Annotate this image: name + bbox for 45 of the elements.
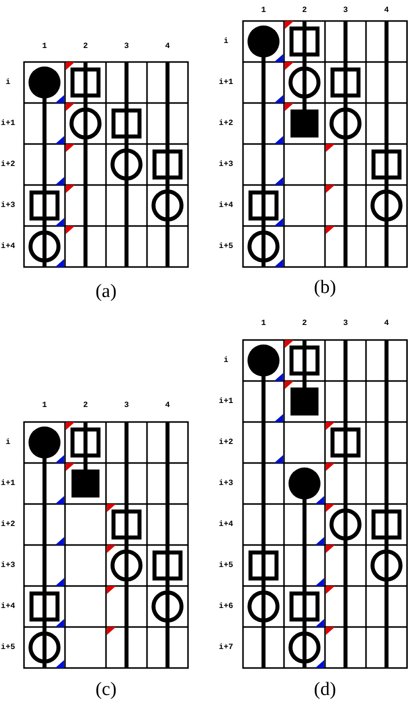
- column-number: 2: [83, 42, 88, 52]
- row-label: i+2: [218, 118, 234, 128]
- row-label: i+4: [0, 602, 16, 612]
- row-label: i+1: [218, 78, 234, 88]
- column-number: 1: [42, 42, 47, 52]
- row-label: i+7: [218, 642, 234, 652]
- row-label: i+2: [218, 438, 234, 448]
- column-number: 2: [302, 319, 307, 329]
- column-number: 4: [384, 319, 389, 329]
- column-number: 1: [261, 319, 266, 329]
- column-number: 2: [302, 6, 307, 16]
- row-label: i+2: [0, 520, 16, 530]
- row-label: i+5: [218, 242, 234, 252]
- column-number: 3: [124, 42, 129, 52]
- row-label: i+4: [218, 200, 234, 210]
- row-label: i+3: [0, 200, 16, 210]
- row-label: i: [224, 36, 228, 46]
- row-label: i: [6, 438, 10, 448]
- panel-caption: (b): [314, 277, 336, 299]
- row-label: i+3: [218, 160, 234, 170]
- column-number: 2: [83, 401, 88, 411]
- row-label: i+4: [218, 520, 234, 530]
- row-label: i+1: [218, 396, 234, 406]
- row-label: i+4: [0, 242, 16, 252]
- row-label: i+3: [0, 560, 16, 570]
- row-label: i: [224, 356, 228, 366]
- row-label: i+3: [218, 478, 234, 488]
- panel-caption: (c): [95, 679, 117, 701]
- row-label: i+1: [0, 478, 16, 488]
- row-label: i+1: [0, 118, 16, 128]
- column-number: 4: [165, 42, 170, 52]
- column-number: 1: [261, 6, 266, 16]
- panel-caption: (a): [95, 281, 117, 303]
- column-number: 1: [42, 401, 47, 411]
- column-number: 3: [343, 319, 348, 329]
- row-label: i+6: [218, 602, 234, 612]
- row-label: i: [6, 78, 10, 88]
- panel-caption: (d): [314, 679, 336, 701]
- column-number: 4: [384, 6, 389, 16]
- column-number: 4: [165, 401, 170, 411]
- column-number: 3: [124, 401, 129, 411]
- row-label: i+5: [218, 560, 234, 570]
- row-label: i+2: [0, 160, 16, 170]
- row-label: i+5: [0, 642, 16, 652]
- column-number: 3: [343, 6, 348, 16]
